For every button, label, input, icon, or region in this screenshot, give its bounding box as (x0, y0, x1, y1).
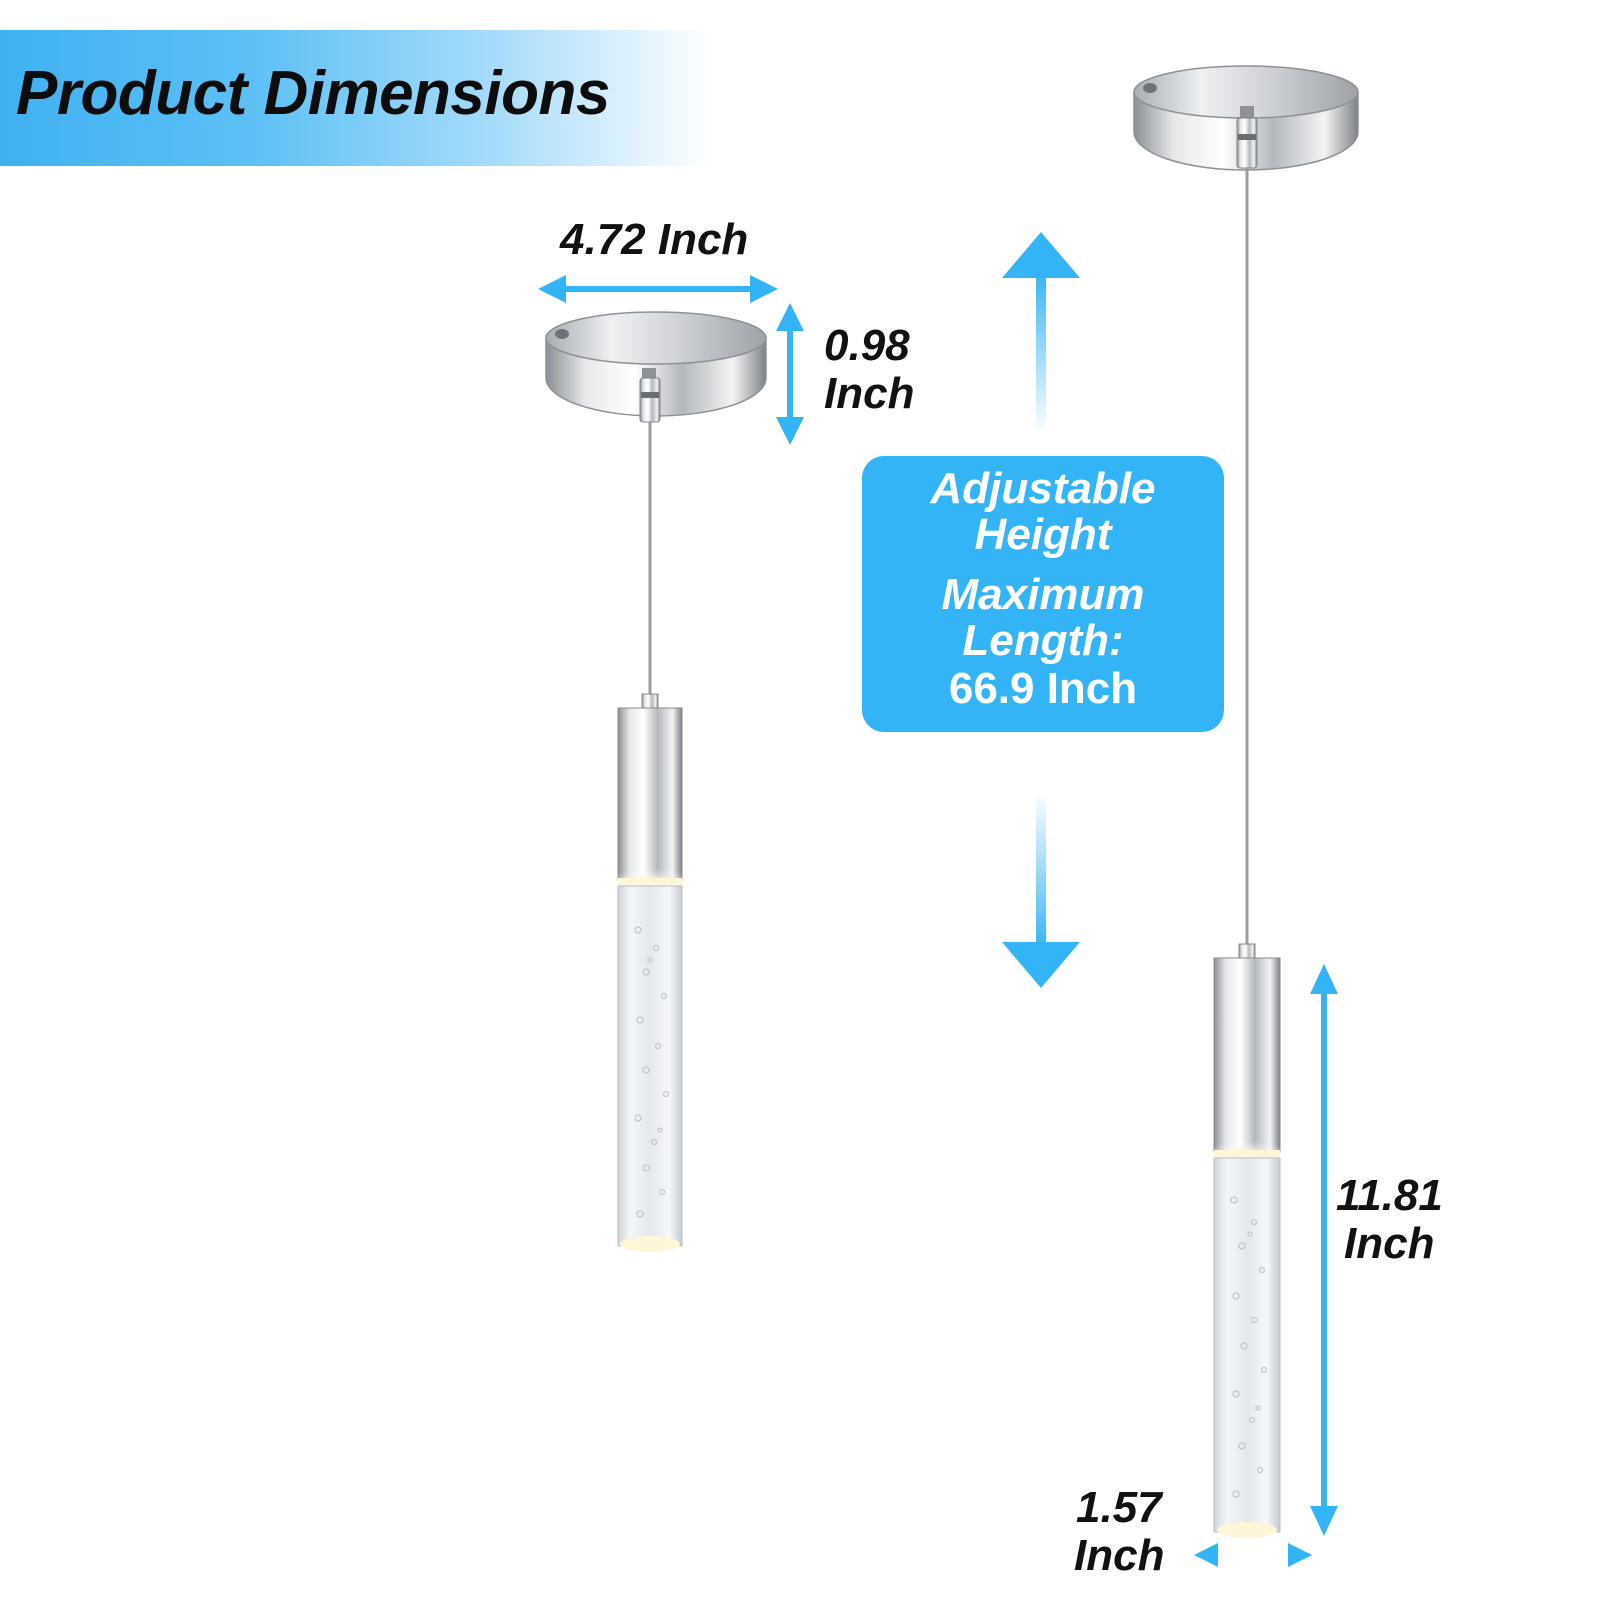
screw-icon (1143, 83, 1157, 93)
shade-length-value: 11.81 (1336, 1171, 1443, 1220)
header-banner: Product Dimensions (0, 30, 712, 166)
canopy-height-unit: Inch (824, 369, 915, 418)
shade-length-arrow (1310, 964, 1338, 1536)
callout-line-2: Height (974, 510, 1112, 559)
page-title: Product Dimensions (16, 59, 610, 128)
canopy-height-value: 0.98 (824, 321, 910, 370)
shade-diameter-value: 1.57 (1076, 1483, 1162, 1532)
screw-icon (555, 329, 569, 339)
pendant-left (545, 311, 767, 1252)
callout-max-length: 66.9 Inch (948, 664, 1138, 713)
shade-diameter-unit: Inch (1074, 1531, 1165, 1580)
adjustable-height-arrow (1002, 232, 1080, 988)
shade-length-unit: Inch (1344, 1219, 1435, 1268)
shade-diameter-arrow (1194, 1543, 1312, 1567)
pendant-right (1133, 65, 1359, 1538)
adjustable-height-callout: Adjustable Height Maximum Length: 66.9 I… (862, 456, 1224, 732)
callout-line-4: Length: (962, 616, 1124, 665)
callout-line-3: Maximum (941, 570, 1145, 619)
canopy-height-arrow (776, 303, 804, 445)
callout-line-1: Adjustable (930, 464, 1156, 513)
canopy-width-label: 4.72 Inch (560, 215, 749, 264)
width-arrow (538, 275, 778, 303)
